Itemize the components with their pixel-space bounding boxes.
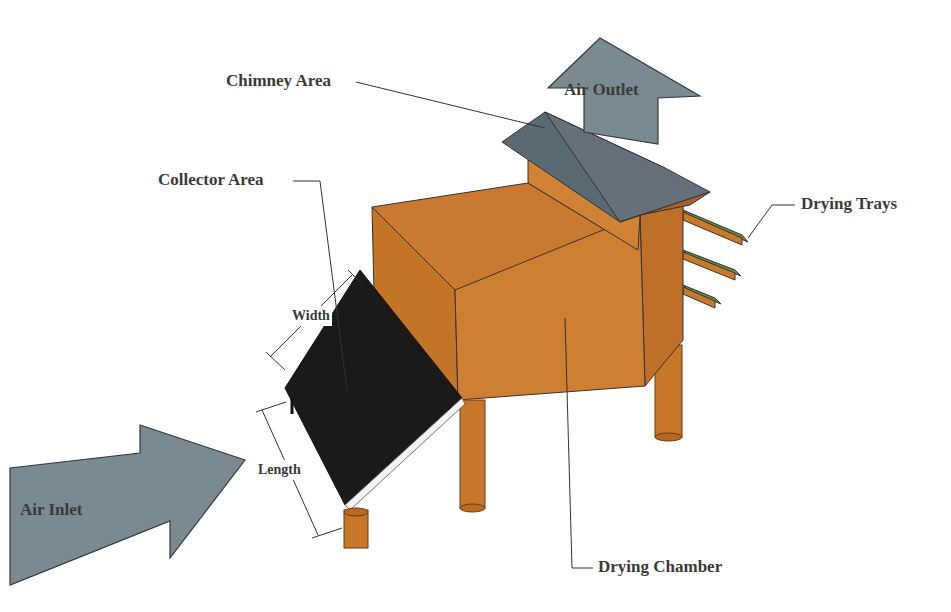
collector-leg xyxy=(291,398,294,414)
chamber-side xyxy=(640,205,683,386)
leader-line xyxy=(748,205,795,238)
collector-frame xyxy=(345,398,465,510)
dimension-tick xyxy=(266,352,285,370)
chamber-front xyxy=(455,215,645,400)
flow-arrow: Air Outlet xyxy=(546,36,702,146)
drying-tray xyxy=(683,212,742,245)
leader-line xyxy=(293,181,347,390)
callout-label: Length xyxy=(256,460,303,480)
pillar-base xyxy=(655,433,682,441)
pillar-base xyxy=(460,504,485,512)
dimension-tick xyxy=(256,402,286,412)
pillar-top xyxy=(344,508,368,516)
callout-label: Drying Trays xyxy=(799,194,899,214)
callout-label: Chimney Area xyxy=(224,71,333,91)
pillar xyxy=(460,400,485,508)
leader-line xyxy=(356,82,545,128)
flow-arrow: Air Inlet xyxy=(8,423,248,588)
leader-line xyxy=(565,318,593,568)
arrow-outline xyxy=(10,425,245,585)
callout-label: Collector Area xyxy=(156,170,266,190)
drying-tray xyxy=(683,252,735,280)
callout-label: Width xyxy=(290,306,332,326)
arrow-label: Air Inlet xyxy=(20,500,83,520)
dimension-tick xyxy=(348,270,362,284)
width-dimension xyxy=(270,275,352,357)
chimney-gable xyxy=(620,192,710,222)
arrow-label: Air Outlet xyxy=(564,80,639,100)
arrow-outline xyxy=(548,38,700,144)
solar-collector xyxy=(285,270,462,505)
dimension-tick xyxy=(312,528,342,538)
drying-tray xyxy=(683,287,715,308)
callout-label: Drying Chamber xyxy=(596,557,724,577)
